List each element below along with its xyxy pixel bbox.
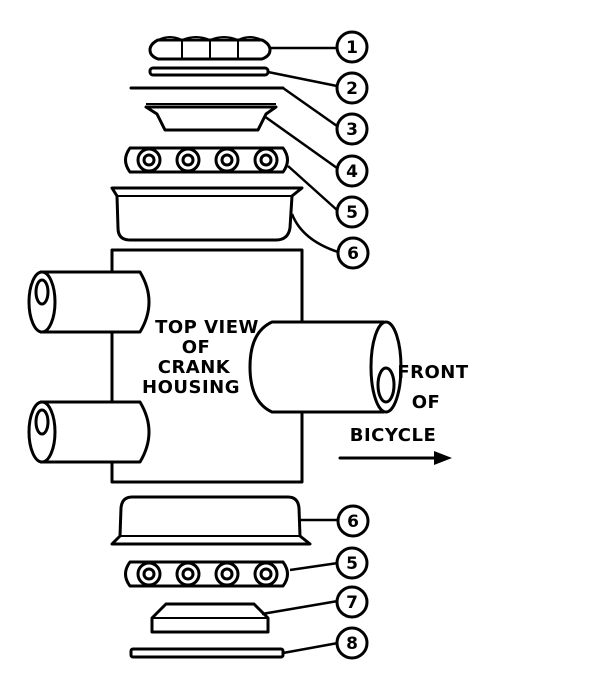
svg-text:4: 4 — [346, 162, 358, 182]
housing-label-line-3: CRANK — [158, 357, 231, 378]
housing-label-line-4: HOUSING — [142, 377, 240, 398]
part-5-ball-retainer-bottom — [124, 560, 289, 588]
part-6-cup-bottom — [110, 495, 312, 546]
svg-text:3: 3 — [346, 120, 358, 140]
svg-text:6: 6 — [347, 512, 359, 532]
left-upper-tube — [27, 270, 151, 334]
part-1-locknut — [148, 36, 272, 61]
front-label: FRONT OF BICYCLE — [350, 362, 469, 446]
front-direction-arrow — [338, 451, 452, 465]
svg-text:2: 2 — [346, 79, 358, 99]
callout-1: 1 — [335, 30, 369, 64]
part-7-fixed-cone — [150, 602, 270, 634]
svg-text:5: 5 — [346, 203, 358, 223]
part-8-washer — [129, 647, 285, 659]
front-label-line-1: FRONT — [397, 362, 469, 383]
callout-6-bottom: 6 — [336, 504, 370, 538]
housing-label: TOP VIEW OF CRANK HOUSING — [142, 317, 259, 398]
housing-label-line-1: TOP VIEW — [155, 317, 259, 338]
callout-5-top: 5 — [335, 195, 369, 229]
callout-7: 7 — [335, 585, 369, 619]
left-lower-tube — [27, 400, 151, 464]
callout-3: 3 — [335, 112, 369, 146]
svg-text:5: 5 — [346, 554, 358, 574]
part-5-ball-retainer-top — [124, 146, 289, 174]
callout-8: 8 — [335, 626, 369, 660]
callout-6-top: 6 — [336, 236, 370, 270]
front-label-line-2: OF — [412, 392, 441, 413]
part-6-cup-top — [110, 186, 304, 242]
svg-text:7: 7 — [346, 593, 358, 613]
front-label-line-3: BICYCLE — [350, 425, 437, 446]
leader-lines — [261, 46, 339, 655]
right-tube — [248, 320, 403, 414]
callout-2: 2 — [335, 71, 369, 105]
part-2-washer — [148, 66, 270, 77]
svg-text:6: 6 — [347, 244, 359, 264]
housing-label-line-2: OF — [182, 337, 211, 358]
svg-text:1: 1 — [346, 38, 358, 58]
callout-5-bottom: 5 — [335, 546, 369, 580]
callout-4: 4 — [335, 154, 369, 188]
part-4-cone — [144, 103, 278, 132]
svg-text:8: 8 — [346, 634, 358, 654]
